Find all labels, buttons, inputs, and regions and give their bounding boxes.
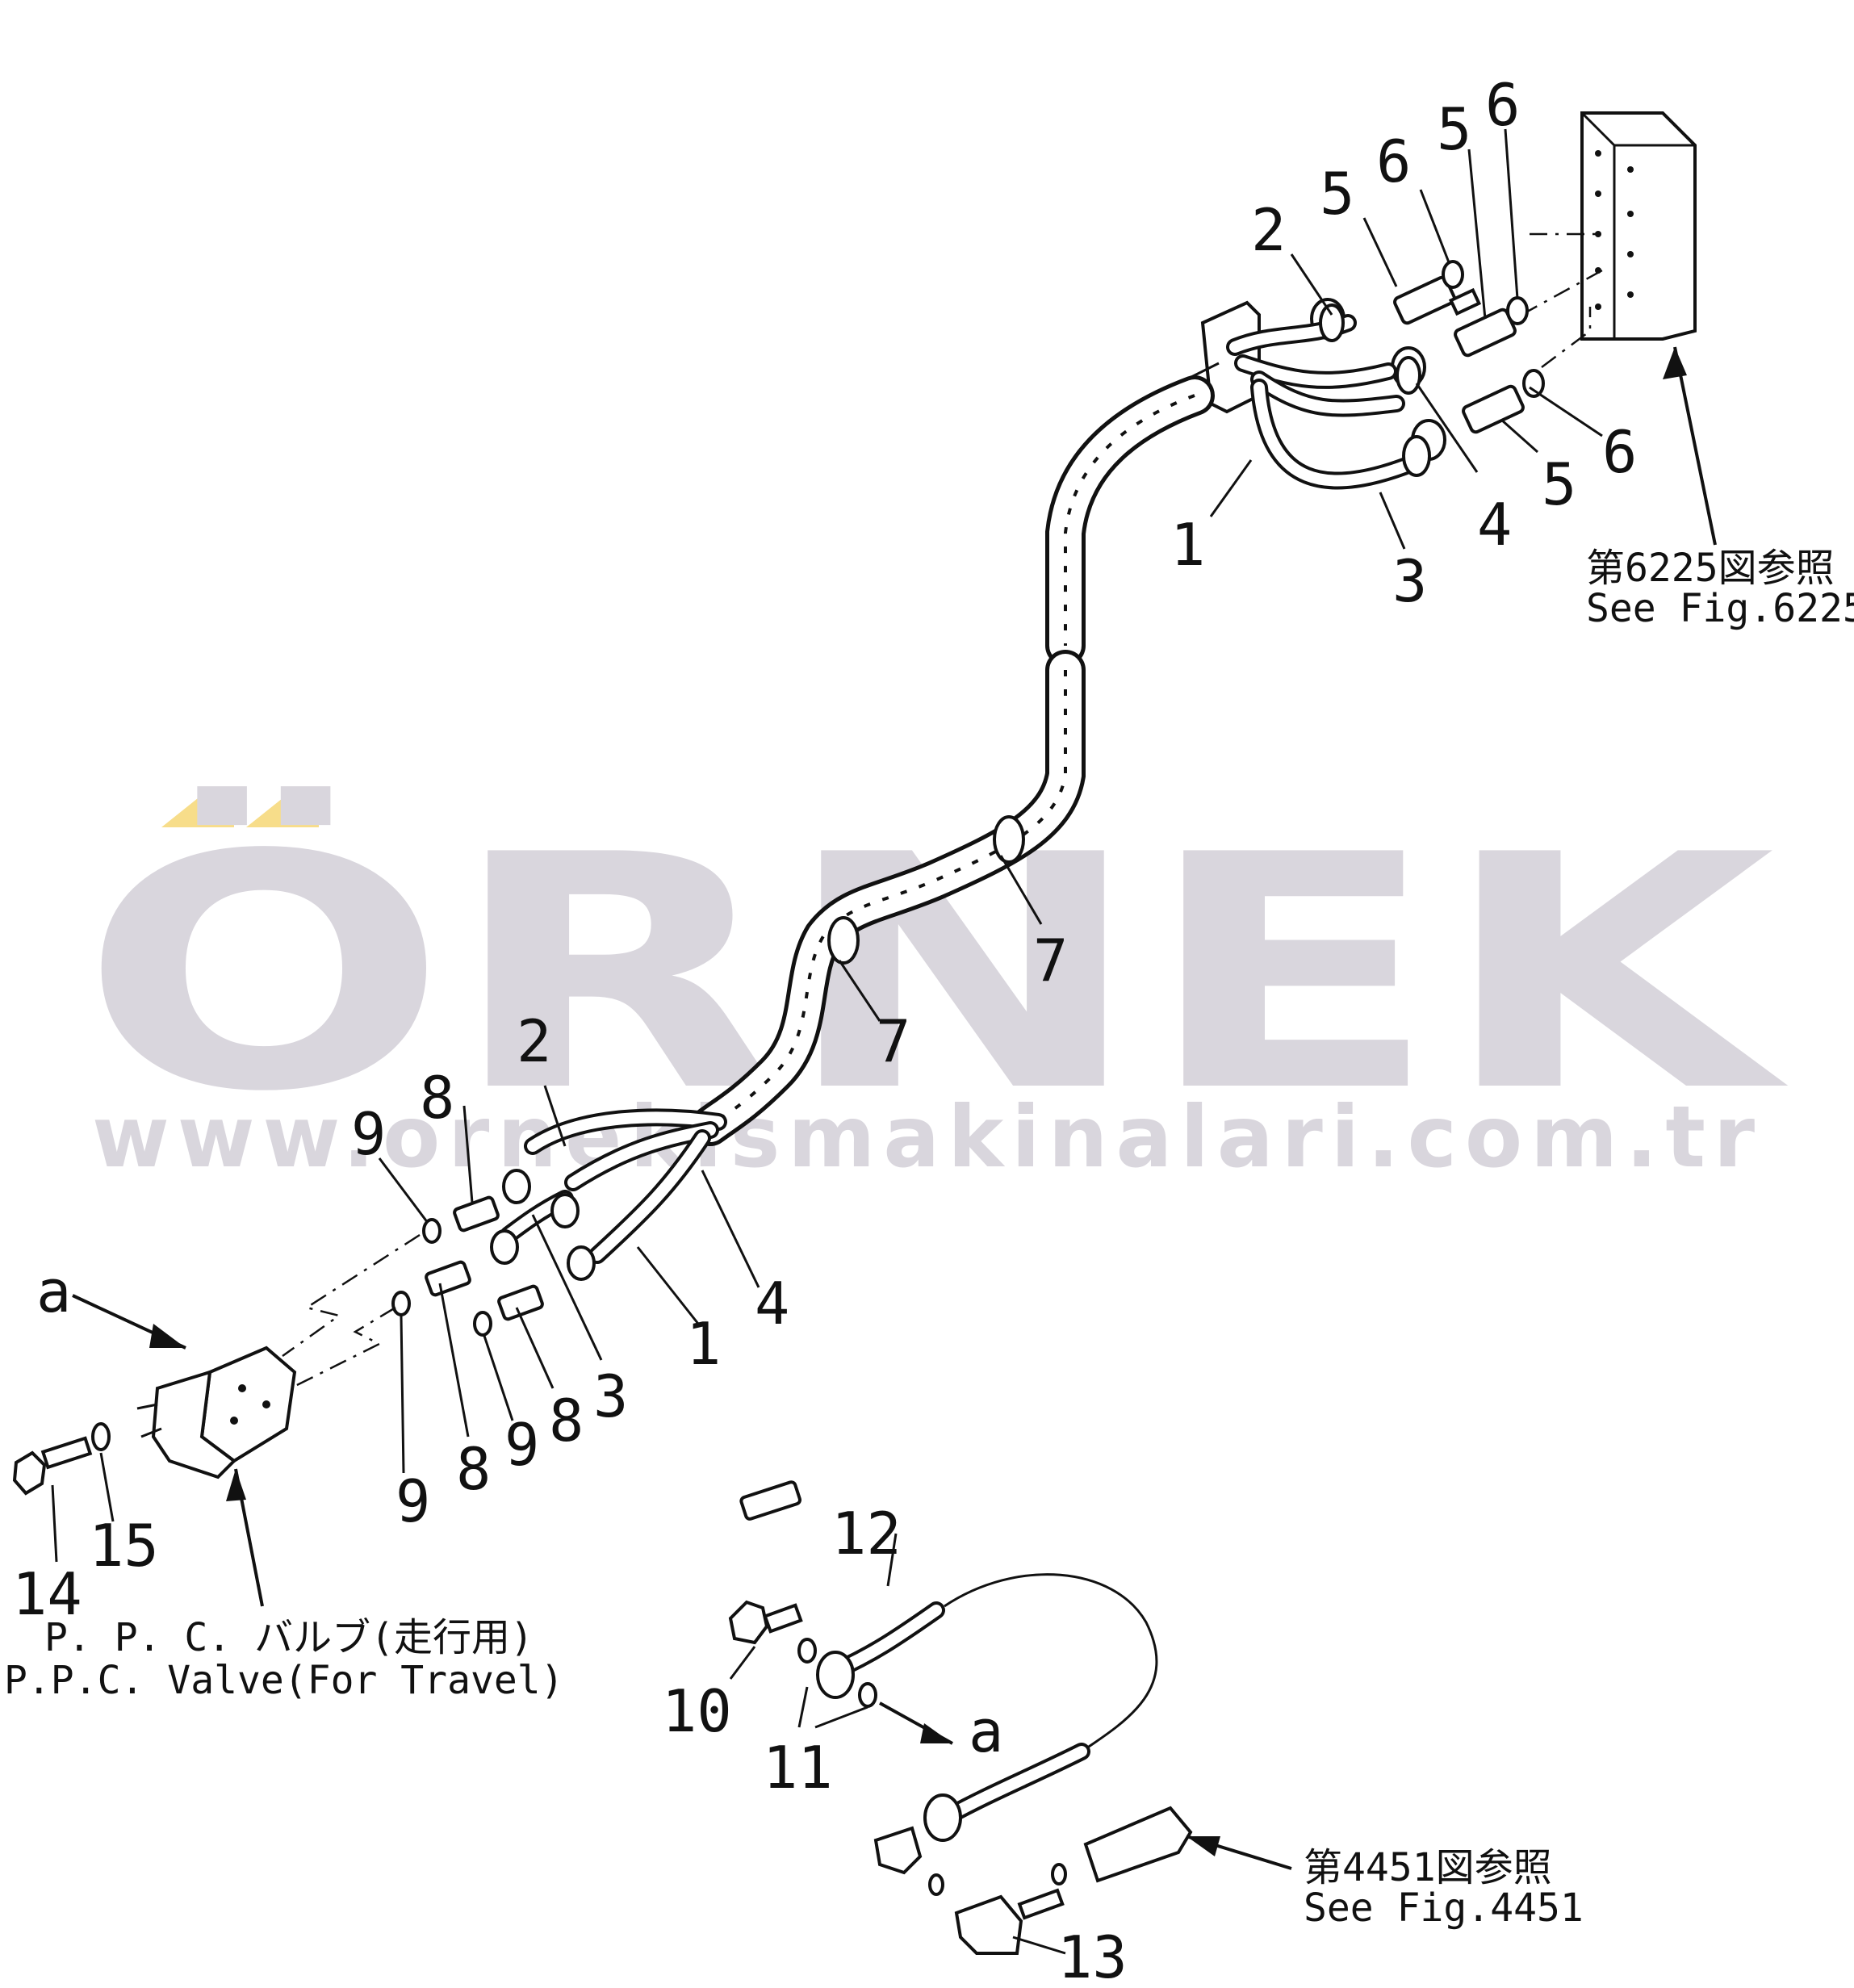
watermark-url: www.ornekismakinalari.com.tr (92, 1088, 1763, 1187)
callout-top-6a: 6 (1376, 128, 1411, 195)
arrow-fig-6225 (1673, 346, 1717, 546)
callout-top-5c: 5 (1542, 450, 1576, 518)
watermark: ÖRNEK www.ornekismakinalari.com.tr (80, 783, 1791, 1187)
callout-mid-7b: 7 (876, 1007, 910, 1075)
callout-left-3: 3 (593, 1362, 628, 1430)
callout-top-6c: 6 (1602, 418, 1637, 486)
callout-left-2: 2 (517, 1007, 551, 1075)
reference-notes: 第6225図参照 See Fig.6225 第4451図参照 See Fig.4… (4, 546, 1854, 1931)
callout-low-13: 13 (1057, 1923, 1128, 1985)
callout-washer-15: 15 (89, 1512, 159, 1580)
ref-fig-6225-en: See Fig.6225 (1586, 586, 1854, 631)
callout-top-5a: 5 (1320, 160, 1354, 228)
callout-top-5b: 5 (1437, 95, 1471, 163)
view-label-a-lower: a (969, 1697, 1003, 1765)
callout-mid-7a: 7 (1033, 927, 1068, 994)
ppc-valve-label-jp: P. P. C. バルブ(走行用) (44, 1615, 534, 1660)
callout-top-4: 4 (1477, 491, 1512, 559)
watermark-accent-left (161, 795, 234, 827)
callout-numbers: 2 5 6 5 6 6 5 4 1 3 7 7 2 8 9 4 1 3 8 9 … (12, 71, 1637, 1988)
callout-left-8c: 8 (456, 1435, 491, 1503)
callout-left-1: 1 (686, 1310, 721, 1378)
ref-fig-6225-jp: 第6225図参照 (1586, 546, 1835, 591)
leader-lines (378, 128, 1603, 1955)
callout-left-4: 4 (755, 1270, 789, 1337)
watermark-brand: ÖRNEK (80, 783, 1791, 1162)
callout-top-3: 3 (1392, 547, 1427, 615)
callout-left-9c: 9 (395, 1467, 430, 1535)
ppc-valve-label-en: P.P.C. Valve(For Travel) (4, 1658, 564, 1703)
callout-top-6b: 6 (1485, 71, 1520, 139)
control-valve-block (1580, 111, 1697, 341)
bolt-and-washer (12, 1422, 111, 1496)
bottom-assembly (728, 1480, 1193, 1955)
callout-low-11: 11 (763, 1734, 833, 1802)
callout-low-12: 12 (831, 1500, 902, 1567)
callout-left-9b: 9 (504, 1411, 539, 1479)
callout-top-1: 1 (1170, 511, 1205, 579)
callout-left-8a: 8 (420, 1064, 454, 1132)
callout-bolt-14: 14 (12, 1560, 82, 1628)
ppc-valve (136, 1346, 297, 1479)
ref-fig-4451-en: See Fig.4451 (1304, 1885, 1584, 1931)
left-fittings (391, 1195, 544, 1337)
top-hoses (1226, 303, 1431, 490)
hose-bundle (690, 375, 1215, 1146)
top-fittings (1310, 260, 1545, 461)
view-label-a-upper: a (36, 1258, 71, 1325)
watermark-accent-right (246, 795, 319, 827)
callout-left-8b: 8 (549, 1387, 584, 1454)
callout-left-9a: 9 (351, 1100, 386, 1168)
callout-top-2: 2 (1251, 196, 1286, 264)
ref-fig-4451-jp: 第4451図参照 (1304, 1845, 1552, 1890)
callout-low-10: 10 (662, 1677, 732, 1745)
